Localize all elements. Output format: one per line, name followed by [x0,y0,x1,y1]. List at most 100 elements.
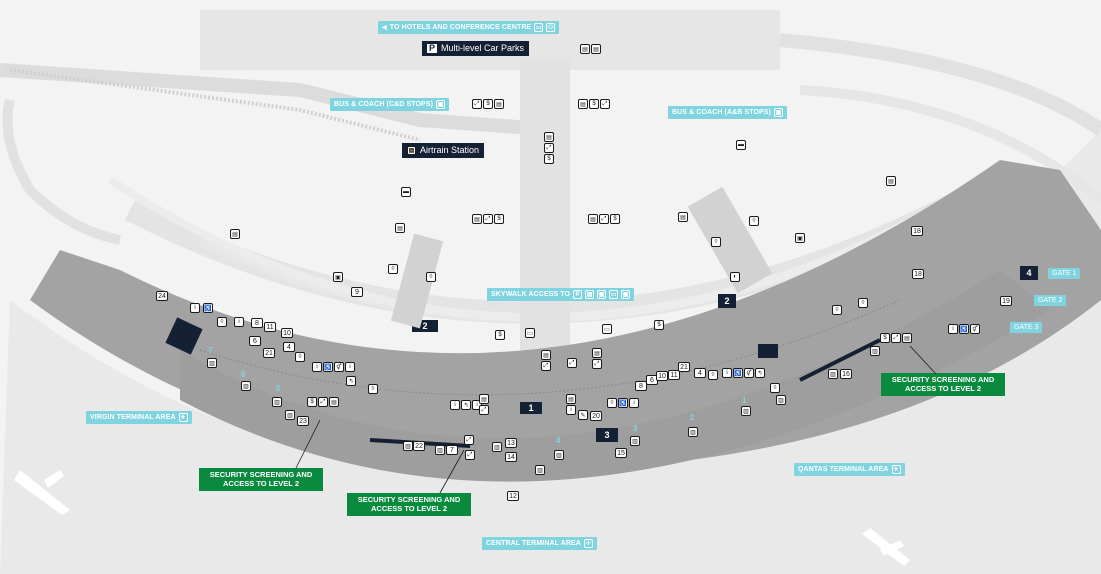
info-icon[interactable]: i [190,303,200,313]
shop-21-right[interactable]: 21 [678,362,690,372]
bus-icon[interactable]: ▣ [333,272,343,282]
toilet-icon[interactable]: ▤ [678,212,688,222]
skywalk-label[interactable]: SKYWALK ACCESS TO P ▤ ▣ ▭ ▣ [487,288,635,301]
accessible-icon[interactable]: ♿ [959,324,969,334]
person-icon[interactable]: ⚥ [334,362,344,372]
shop-10-left[interactable]: 10 [281,328,293,338]
info-icon[interactable]: i [566,405,576,415]
gate-number-3[interactable]: 3 [633,424,638,433]
bus-icon[interactable]: ▣ [795,233,805,243]
security-screening-central[interactable]: SECURITY SCREENING AND ACCESS TO LEVEL 2 [347,493,471,517]
toilet-icon[interactable]: ▤ [566,394,576,404]
gate-lounge-icon[interactable]: ▥ [207,358,217,368]
gate-lounge-icon[interactable]: ▥ [535,465,545,475]
toilet-icon[interactable]: ▤ [591,44,601,54]
gate-1-label[interactable]: GATE 1 [1048,268,1081,279]
atm-icon[interactable]: $ [544,154,554,164]
shop-12[interactable]: 12 [507,491,519,501]
person-icon[interactable]: ⚥ [970,324,980,334]
info-icon[interactable]: ✎ [578,410,588,420]
info-icon[interactable]: ⤢ [891,333,901,343]
shop-22[interactable]: 22 [413,441,425,451]
shop-24[interactable]: 24 [156,291,168,301]
toilet-icon[interactable]: ▤ [479,394,489,404]
toilet-icon[interactable]: ▤ [580,44,590,54]
gate-lounge-icon[interactable]: ▥ [241,381,251,391]
shop-13[interactable]: 13 [505,438,517,448]
person-icon[interactable]: ⚥ [744,368,754,378]
car-parks-label[interactable]: P Multi-level Car Parks [422,41,530,56]
gate-lounge-icon[interactable]: ▥ [554,450,564,460]
security-screening-qantas[interactable]: SECURITY SCREENING AND ACCESS TO LEVEL 2 [881,373,1005,397]
shop-23[interactable]: 23 [297,416,309,426]
security-screening-virgin[interactable]: SECURITY SCREENING AND ACCESS TO LEVEL 2 [199,468,323,492]
shop-4-right[interactable]: 4 [694,368,706,378]
lift-icon[interactable]: ↰ [346,376,356,386]
drop-icon[interactable]: ◊ [217,317,227,327]
toilet-icon[interactable]: ▤ [472,214,482,224]
atm-icon[interactable]: $ [654,320,664,330]
drop-icon[interactable]: ◊ [607,398,617,408]
drop-icon[interactable]: ◊ [770,383,780,393]
toilet-icon[interactable]: ▤ [494,99,504,109]
drop-icon[interactable]: ◊ [711,237,721,247]
info-icon[interactable]: ⤢ [483,214,493,224]
toilet-icon[interactable]: ▤ [395,223,405,233]
atm-icon[interactable]: $ [610,214,620,224]
central-terminal-label[interactable]: CENTRAL TERMINAL AREA ✈ [482,537,597,550]
car-icon[interactable]: ▭ [525,328,535,338]
gate-lounge-icon[interactable]: ▥ [435,445,445,455]
gate-number-2[interactable]: 2 [690,413,695,422]
info-icon[interactable]: ⤢ [318,397,328,407]
atm-icon[interactable]: ⤢ [465,450,475,460]
info-icon[interactable]: ⤢ [592,359,602,369]
gate-number-7[interactable]: 7 [208,346,213,355]
hotels-label[interactable]: ◀ TO HOTELS AND CONFERENCE CENTRE ▭ ⚇ [378,21,560,34]
shop-21-left[interactable]: 21 [263,348,275,358]
shop-6-left[interactable]: 6 [249,336,261,346]
drop-icon[interactable]: ◊ [708,370,718,380]
info-icon[interactable]: ⤢ [472,99,482,109]
gate-lounge-icon[interactable]: ▥ [285,410,295,420]
gate-lounge-icon[interactable]: ▥ [630,436,640,446]
shop-14[interactable]: 14 [505,452,517,462]
info-icon[interactable]: ⤢ [464,435,474,445]
gate-number-4[interactable]: 4 [556,436,561,445]
accessible-icon[interactable]: ♿ [618,398,628,408]
toilet-icon[interactable]: ▤ [230,229,240,239]
atm-icon[interactable]: $ [307,397,317,407]
shop-19[interactable]: 19 [1000,296,1012,306]
gate-lounge-icon[interactable]: ▥ [776,395,786,405]
info-icon[interactable]: ⤢ [541,361,551,371]
toilet-icon[interactable]: ▤ [902,333,912,343]
drop-icon[interactable]: ◊ [858,298,868,308]
gate-number-6[interactable]: 6 [241,370,246,379]
info-icon[interactable]: i [450,400,460,410]
drop-icon[interactable]: ◊ [295,352,305,362]
accessible-icon[interactable]: ♿ [203,303,213,313]
toilet-icon[interactable]: ▤ [329,397,339,407]
qantas-terminal-label[interactable]: QANTAS TERMINAL AREA ✈ [794,463,905,476]
accessible-icon[interactable]: ♿ [733,368,743,378]
gate-3-label[interactable]: GATE 3 [1010,322,1043,333]
checkin-zone-4[interactable]: 4 [1026,268,1032,278]
airtrain-label[interactable]: ▤ Airtrain Station [402,143,485,158]
bus-coach-cd-label[interactable]: BUS & COACH (C&D STOPS) ▣ [330,98,450,111]
gate-2-label[interactable]: GATE 2 [1034,295,1067,306]
drop-icon[interactable]: ◊ [832,305,842,315]
toilet-icon[interactable]: ▤ [541,350,551,360]
info-icon[interactable]: ⤢ [600,99,610,109]
drop-icon[interactable]: ◊ [426,272,436,282]
lift-icon[interactable]: ↰ [461,400,471,410]
shop-16[interactable]: 16 [840,369,852,379]
atm-icon[interactable]: $ [495,330,505,340]
shop-18-top[interactable]: 18 [911,226,923,236]
checkin-zone-2-left[interactable]: 2 [422,321,428,331]
shop-8-left[interactable]: 8 [251,318,263,328]
gate-lounge-icon[interactable]: ▥ [870,346,880,356]
toilet-icon[interactable]: ▤ [578,99,588,109]
shop-10-right[interactable]: 10 [656,371,668,381]
gate-lounge-icon[interactable]: ▥ [828,369,838,379]
toilet-icon[interactable]: ▤ [588,214,598,224]
gate-lounge-icon[interactable]: ▥ [492,442,502,452]
